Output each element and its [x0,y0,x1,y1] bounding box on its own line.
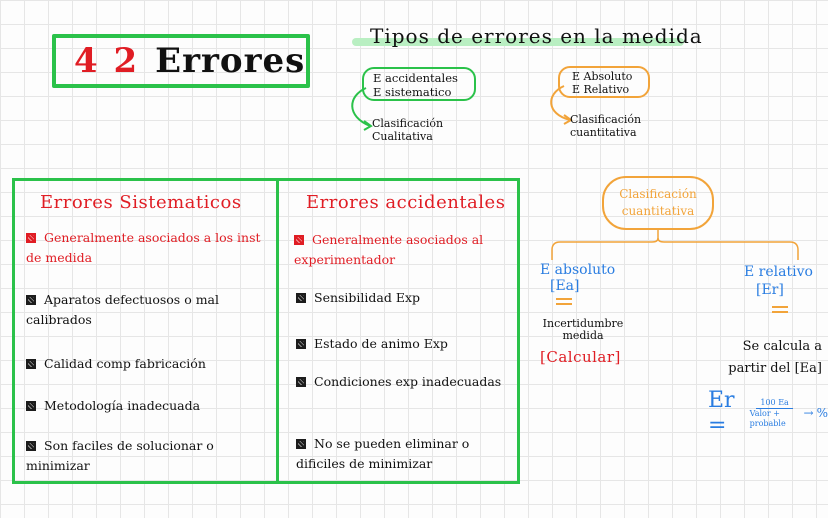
formula-fraction: 100 Ea Valor + probable [750,398,800,429]
quantitative-label-line-2: cuantitativa [570,126,637,139]
bullet-icon [296,293,306,303]
qualitative-label: Clasificación Cualitativa [372,117,443,143]
systematic-errors-title: Errores Sistematicos [40,192,242,213]
section-number: 4 2 [74,41,140,81]
absolute-error-action: [Calcular] [540,348,621,366]
qualitative-label-line-2: Cualitativa [372,130,433,143]
accidental-item: Condiciones exp inadecuadas [296,372,514,392]
systematic-item: Metodología inadecuada [26,396,266,416]
bullet-icon [296,377,306,387]
bullet-icon [296,339,306,349]
quantitative-title-line-1: Clasificación [619,187,697,201]
formula-denominator: Valor + probable [749,408,786,428]
quantitative-classification-bubble: Clasificación cuantitativa [602,176,714,230]
accidental-item-text: No se pueden eliminar o dificiles de min… [296,436,470,471]
relative-error-description: Se calcula a partir del [Ea] [728,339,822,376]
bullet-icon [26,295,36,305]
type-accidental: E accidentales [373,71,458,85]
types-heading: Tipos de errores en la medida [370,24,703,48]
absolute-error-description: Incertidumbre medida [542,317,624,342]
orange-arrow-icon [550,85,573,125]
systematic-item-text: Son faciles de solucionar o minimizar [26,438,214,473]
bullet-icon [26,441,36,451]
formula-numerator: 100 Ea [756,398,793,409]
systematic-item: Son faciles de solucionar o minimizar [26,436,274,476]
bullet-icon [26,233,36,243]
bullet-icon [296,439,306,449]
quantitative-title-line-2: cuantitativa [621,204,695,218]
accidental-item: Estado de animo Exp [296,334,516,354]
bullet-icon [26,359,36,369]
bullet-icon [26,401,36,411]
bullet-icon [294,235,304,245]
accidental-item-text: Generalmente asociados al experimentador [294,232,484,267]
qualitative-label-line-1: Clasificación [372,117,444,130]
equals-mark-icon [772,306,788,316]
relative-error-symbol: [Er] [756,282,784,298]
accidental-item: Generalmente asociados al experimentador [294,230,516,270]
absolute-error-symbol: [Ea] [550,278,580,294]
accidental-item-text: Estado de animo Exp [314,336,448,351]
type-absolute: E Absoluto [572,70,633,83]
relative-error-formula: Er = 100 Ea Valor + probable → % [708,388,828,438]
relative-error-title: E relativo [744,264,813,280]
tree-bracket-icon [551,230,799,260]
systematic-item-text: Generalmente asociados a los inst de med… [26,230,261,265]
equals-mark-icon [556,298,572,308]
systematic-item: Aparatos defectuosos o mal calibrados [26,290,266,330]
systematic-item: Generalmente asociados a los inst de med… [26,228,266,268]
absolute-error-title: E absoluto [540,262,616,278]
quantitative-label-line-1: Clasificación [570,113,642,126]
accidental-item-text: Sensibilidad Exp [314,290,421,305]
systematic-item-text: Aparatos defectuosos o mal calibrados [26,292,219,327]
page-title: Errores [155,41,306,81]
accidental-errors-title: Errores accidentales [306,192,506,213]
accidental-item-text: Condiciones exp inadecuadas [314,374,502,389]
column-divider [276,178,279,484]
systematic-item: Calidad comp fabricación [26,354,266,374]
qualitative-types-bubble: E accidentales E sistematico [362,67,476,101]
green-arrow-icon [351,87,373,131]
systematic-item-text: Calidad comp fabricación [44,356,206,371]
accidental-item: Sensibilidad Exp [296,288,516,308]
comparison-box [12,178,520,484]
systematic-item-text: Metodología inadecuada [44,398,201,413]
formula-lhs: Er = [708,388,735,438]
title-box: 4 2 Errores [52,34,310,88]
quantitative-label: Clasificación cuantitativa [570,113,641,139]
type-systematic: E sistematico [373,85,452,99]
arrow-right-icon: → [803,406,814,420]
type-relative: E Relativo [572,83,630,96]
formula-unit: % [816,406,828,420]
accidental-item: No se pueden eliminar o dificiles de min… [296,434,512,474]
quantitative-types-bubble: E Absoluto E Relativo [558,66,650,98]
